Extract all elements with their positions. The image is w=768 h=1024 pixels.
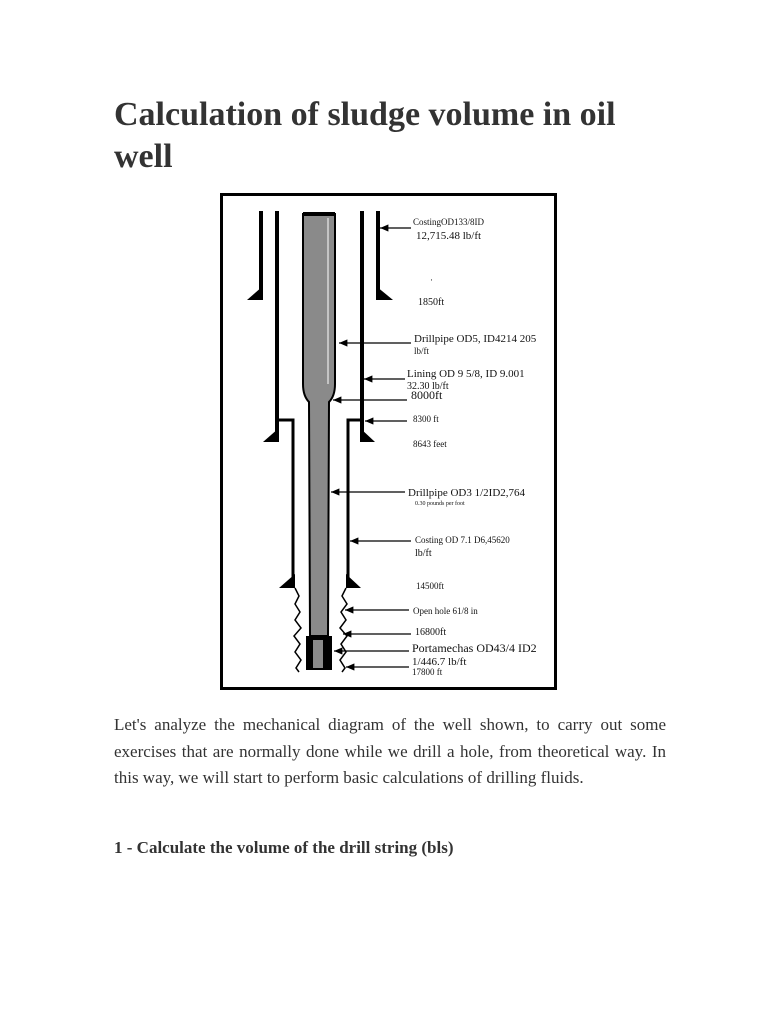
question-heading: 1 - Calculate the volume of the drill st… — [114, 838, 454, 857]
surface-casing — [247, 211, 393, 300]
label-portamechas-weight: 1/446.7 lb/ft — [412, 656, 467, 668]
label-portamechas: Portamechas OD43/4 ID2 — [412, 641, 537, 655]
production-casing — [279, 418, 361, 588]
label-depth-8300: 8300 ft — [413, 414, 439, 424]
label-depth-8643: 8643 feet — [413, 439, 447, 449]
label-lining-weight: 32.30 lb/ft — [407, 381, 449, 392]
label-depth-8000: 8000ft — [411, 388, 443, 402]
label-drillpipe-od3: Drillpipe OD3 1/2ID2,764 — [408, 487, 526, 499]
callout-arrows — [331, 224, 411, 671]
label-depth-1850: 1850ft — [418, 297, 445, 308]
label-dot: · — [430, 275, 433, 285]
label-drillpipe-od3-weight: 0.30 pounds per foot — [415, 501, 465, 507]
label-depth-16800: 16800ft — [415, 627, 447, 638]
drill-string — [302, 212, 336, 670]
label-casing-13-3-8-weight: 12,715.48 lb/ft — [416, 230, 482, 242]
intro-paragraph: Let's analyze the mechanical diagram of … — [114, 715, 666, 787]
label-open-hole: Open hole 61/8 in — [413, 606, 478, 616]
well-diagram: CostingOD133/8ID 12,715.48 lb/ft · 1850f… — [220, 193, 557, 690]
label-depth-14500: 14500ft — [416, 581, 444, 591]
label-drillpipe-od5-unit: lb/ft — [414, 346, 429, 356]
intermediate-casing — [263, 211, 375, 442]
label-casing-13-3-8: CostingOD133/8ID — [413, 217, 485, 227]
well-schematic — [247, 211, 411, 673]
label-casing-7: Costing OD 7.1 D6,45620 — [415, 535, 510, 545]
label-casing-7-unit: lb/ft — [415, 548, 432, 559]
label-depth-17800: 17800 ft — [412, 667, 443, 677]
label-lining: Lining OD 9 5/8, ID 9.001 — [407, 368, 525, 380]
page-title: Calculation of sludge volume in oil well — [114, 96, 616, 175]
label-drillpipe-od5: Drillpipe OD5, ID4214 205 — [414, 333, 537, 345]
